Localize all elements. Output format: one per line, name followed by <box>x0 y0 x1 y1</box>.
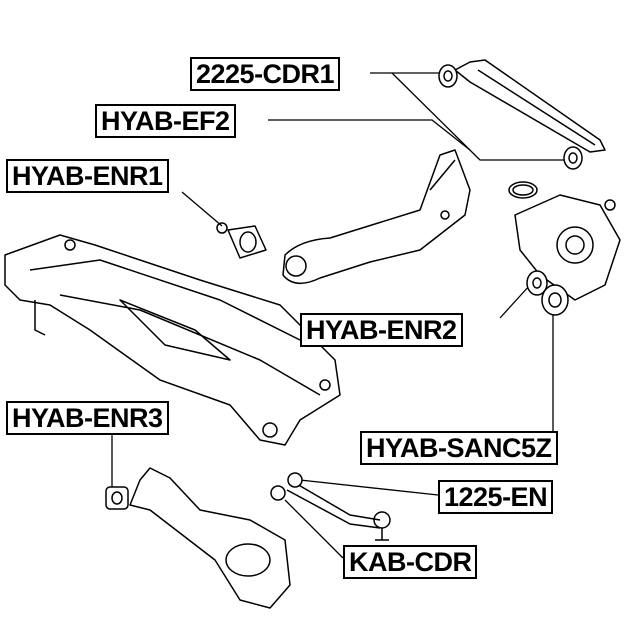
leader-enr2 <box>499 284 531 319</box>
part-label-hyab-sanc5z[interactable]: HYAB-SANC5Z <box>360 431 558 465</box>
part-label-hyab-enr1[interactable]: HYAB-ENR1 <box>6 159 169 193</box>
bushing-sanc5z <box>541 284 569 316</box>
trailing-arm <box>282 149 471 284</box>
leader-kabcdr <box>284 499 344 559</box>
leader-ef2 <box>268 119 471 151</box>
bushing-enr1 <box>216 222 267 259</box>
bushing-enr2 <box>526 270 548 296</box>
knuckle <box>508 181 621 301</box>
upper-arm <box>438 59 606 170</box>
leader-lines <box>111 72 565 559</box>
part-label-hyab-enr2[interactable]: HYAB-ENR2 <box>300 313 463 347</box>
part-label-hyab-ef2[interactable]: HYAB-EF2 <box>95 104 236 138</box>
leader-1225en <box>299 479 439 496</box>
part-label-hyab-enr3[interactable]: HYAB-ENR3 <box>6 401 169 435</box>
leader-cdr1-b <box>391 72 565 161</box>
part-label-1225-en[interactable]: 1225-EN <box>438 480 554 514</box>
lateral-link <box>270 472 391 541</box>
part-label-2225-cdr1[interactable]: 2225-CDR1 <box>190 57 341 91</box>
part-label-kab-cdr[interactable]: KAB-CDR <box>343 545 478 579</box>
subframe <box>4 234 341 446</box>
leader-enr1 <box>181 191 223 227</box>
lower-arm <box>105 467 291 609</box>
